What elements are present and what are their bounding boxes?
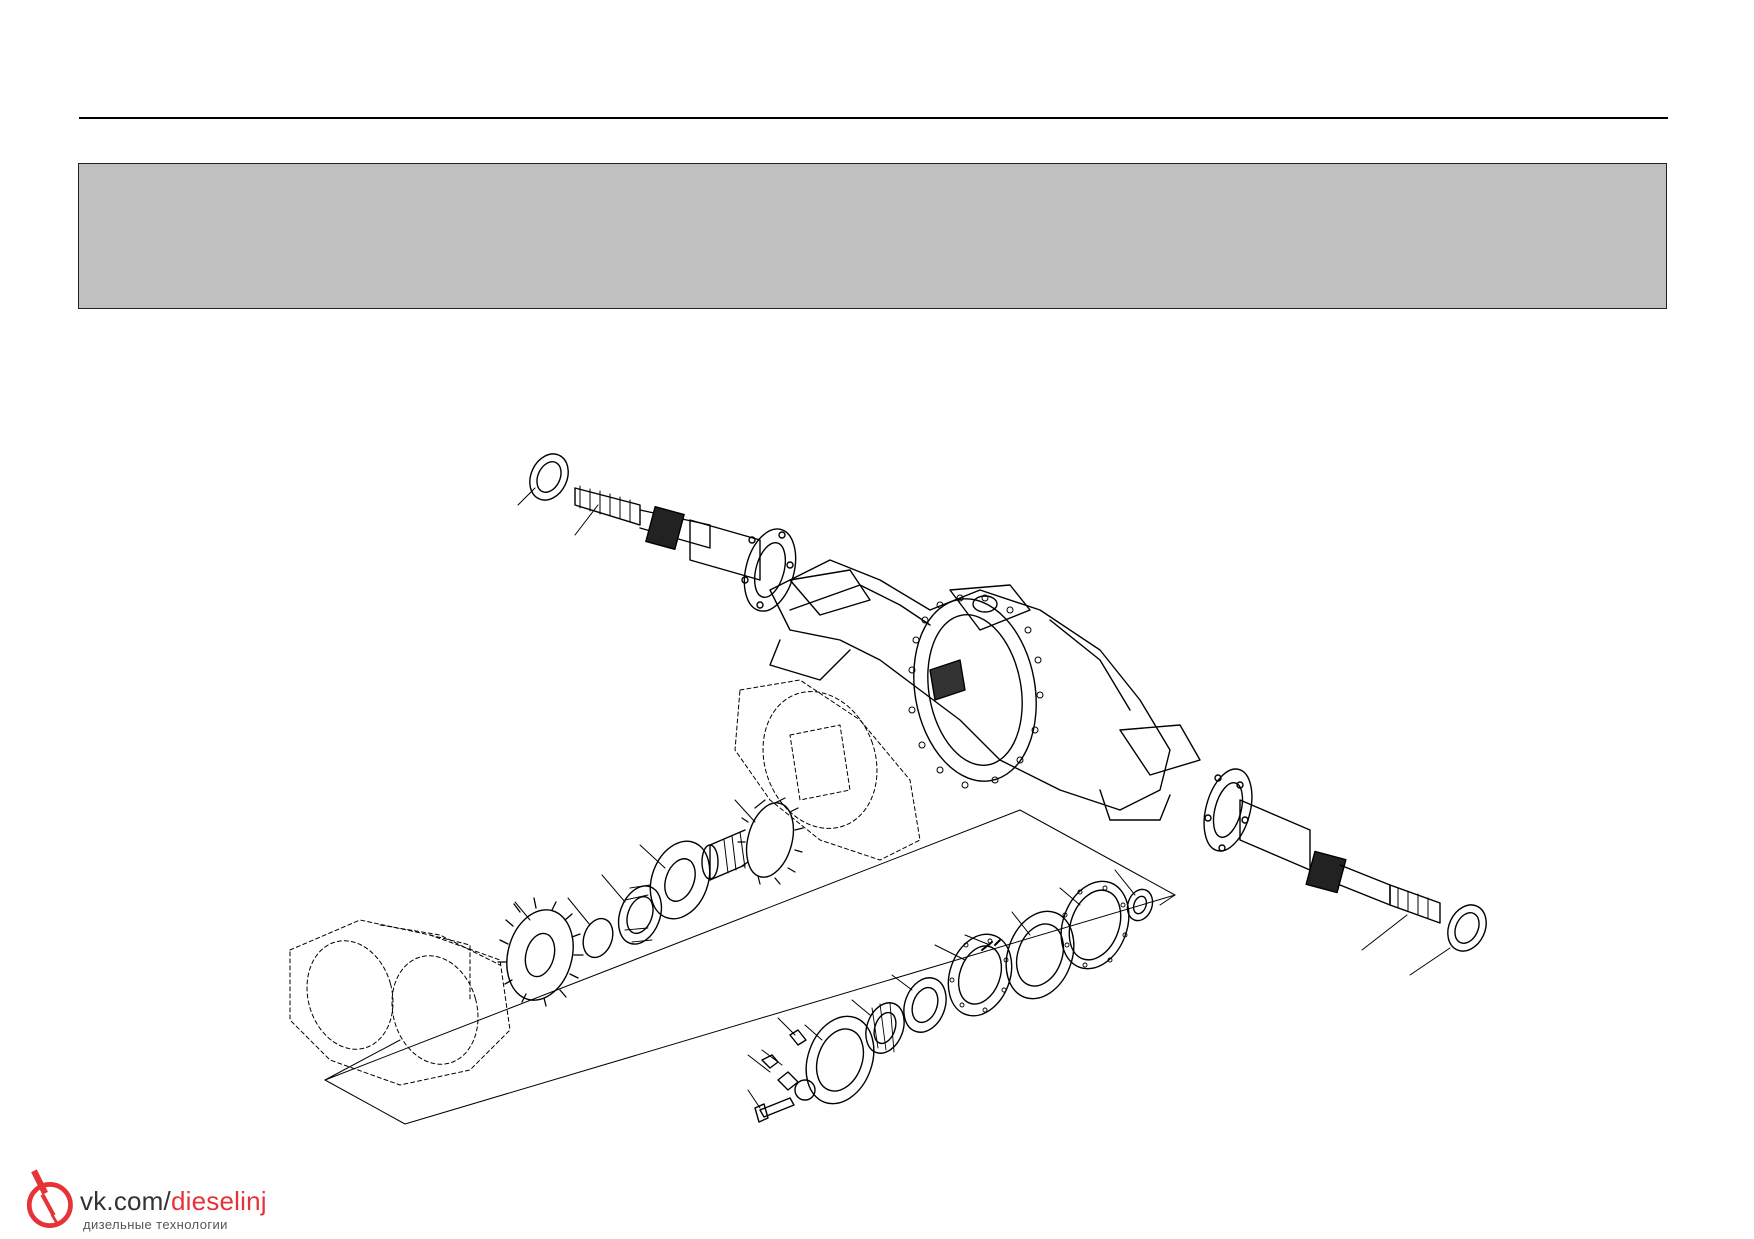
right-hub-flange xyxy=(1203,768,1253,852)
gearbox-cover-phantom xyxy=(734,679,921,861)
differential-opening xyxy=(913,598,1037,782)
bolt xyxy=(759,1097,795,1118)
left-hub-flange xyxy=(743,528,797,612)
reduction-housing-phantom xyxy=(289,919,511,1086)
watermark-site: vk.com/dieselinj xyxy=(80,1186,267,1217)
right-axle-shaft xyxy=(1203,768,1487,952)
pinion-bearing xyxy=(617,884,663,945)
left-shaft-seal-ring xyxy=(529,453,569,501)
watermark-site-prefix: vk.com/ xyxy=(80,1186,171,1216)
breather-hole xyxy=(972,595,998,613)
right-shaft-seal-ring xyxy=(1447,904,1487,952)
pinion-stub xyxy=(929,659,966,701)
nut xyxy=(789,1029,807,1046)
axle-housing xyxy=(769,559,1201,821)
tab-washer xyxy=(761,1054,779,1069)
gasket-ring-middle xyxy=(947,933,1013,1017)
hub-cap-assembly xyxy=(754,880,1154,1123)
lock-plate xyxy=(794,1079,816,1101)
lower-left-bracket xyxy=(769,639,851,681)
pinion-gear xyxy=(701,797,804,885)
left-axle-shaft xyxy=(529,453,797,612)
center-top-boss xyxy=(949,584,1031,631)
right-shaft-spline-band xyxy=(1305,850,1347,894)
leader-lines xyxy=(324,487,1451,1125)
thrust-washer xyxy=(649,840,711,920)
right-spring-pad xyxy=(1119,724,1201,776)
snap-ring xyxy=(582,917,614,959)
top-rule xyxy=(79,117,1668,119)
end-cover xyxy=(805,1015,875,1105)
watermark-site-accent: dieselinj xyxy=(170,1186,267,1216)
header-band xyxy=(78,163,1667,309)
left-shaft-spline-band xyxy=(645,506,685,550)
left-spring-pad xyxy=(789,569,871,616)
lower-right-bracket xyxy=(1099,789,1171,821)
stud-bolt xyxy=(981,939,1001,951)
watermark-tagline: дизельные технологии xyxy=(83,1217,228,1232)
taper-bearing xyxy=(903,977,947,1033)
spur-gear xyxy=(497,897,584,1007)
oil-seal xyxy=(1126,888,1154,922)
right-shaft-splines xyxy=(1389,884,1441,924)
gasket-ring-top xyxy=(1060,880,1130,970)
left-shaft-splines xyxy=(574,487,641,526)
bearing-cone xyxy=(865,1002,905,1054)
fuel-injector-icon xyxy=(26,1169,73,1228)
